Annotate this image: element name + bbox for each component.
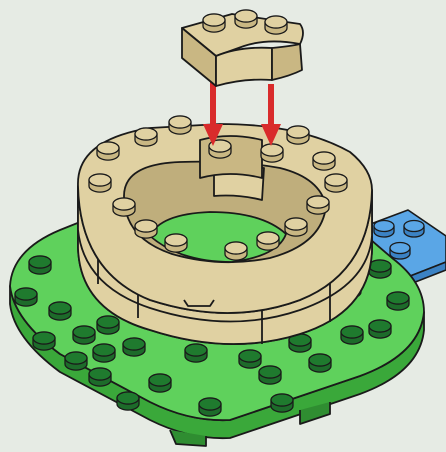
- tower-stud: [113, 198, 135, 216]
- baseplate-stud: [309, 354, 331, 372]
- baseplate-stud: [239, 350, 261, 368]
- new-brick-stud: [235, 10, 257, 28]
- baseplate-stud: [259, 366, 281, 384]
- tower-stud: [89, 174, 111, 192]
- baseplate-stud: [89, 368, 111, 386]
- baseplate-stud: [65, 352, 87, 370]
- tower-stud: [135, 220, 157, 238]
- tower-stud: [307, 196, 329, 214]
- baseplate-stud: [29, 256, 51, 274]
- tower-stud: [287, 126, 309, 144]
- tower-stud: [257, 232, 279, 250]
- baseplate-stud: [369, 320, 391, 338]
- tower-stud: [169, 116, 191, 134]
- blue-plate-stud: [404, 221, 424, 238]
- baseplate-stud: [33, 332, 55, 350]
- baseplate-stud: [49, 302, 71, 320]
- baseplate-stud: [97, 316, 119, 334]
- baseplate-stud: [185, 344, 207, 362]
- tower-stud: [97, 142, 119, 160]
- baseplate-stud: [15, 288, 37, 306]
- tower-stud: [261, 144, 283, 162]
- new-brick-stud: [203, 14, 225, 32]
- baseplate-stud: [93, 344, 115, 362]
- tower-stud: [325, 174, 347, 192]
- baseplate-stud: [117, 392, 139, 410]
- baseplate-stud: [123, 338, 145, 356]
- tower-stud: [225, 242, 247, 260]
- blue-plate-stud: [390, 243, 410, 260]
- tower-stud: [285, 218, 307, 236]
- baseplate-stud: [199, 398, 221, 416]
- tower-stud: [313, 152, 335, 170]
- baseplate-stud: [369, 260, 391, 278]
- new-brick-stud: [265, 16, 287, 34]
- tower-stud: [165, 234, 187, 252]
- baseplate-stud: [149, 374, 171, 392]
- baseplate-stud: [341, 326, 363, 344]
- baseplate-stud: [271, 394, 293, 412]
- baseplate-stud: [387, 292, 409, 310]
- baseplate-stud: [73, 326, 95, 344]
- blue-plate-stud: [374, 221, 394, 238]
- tower-stud: [135, 128, 157, 146]
